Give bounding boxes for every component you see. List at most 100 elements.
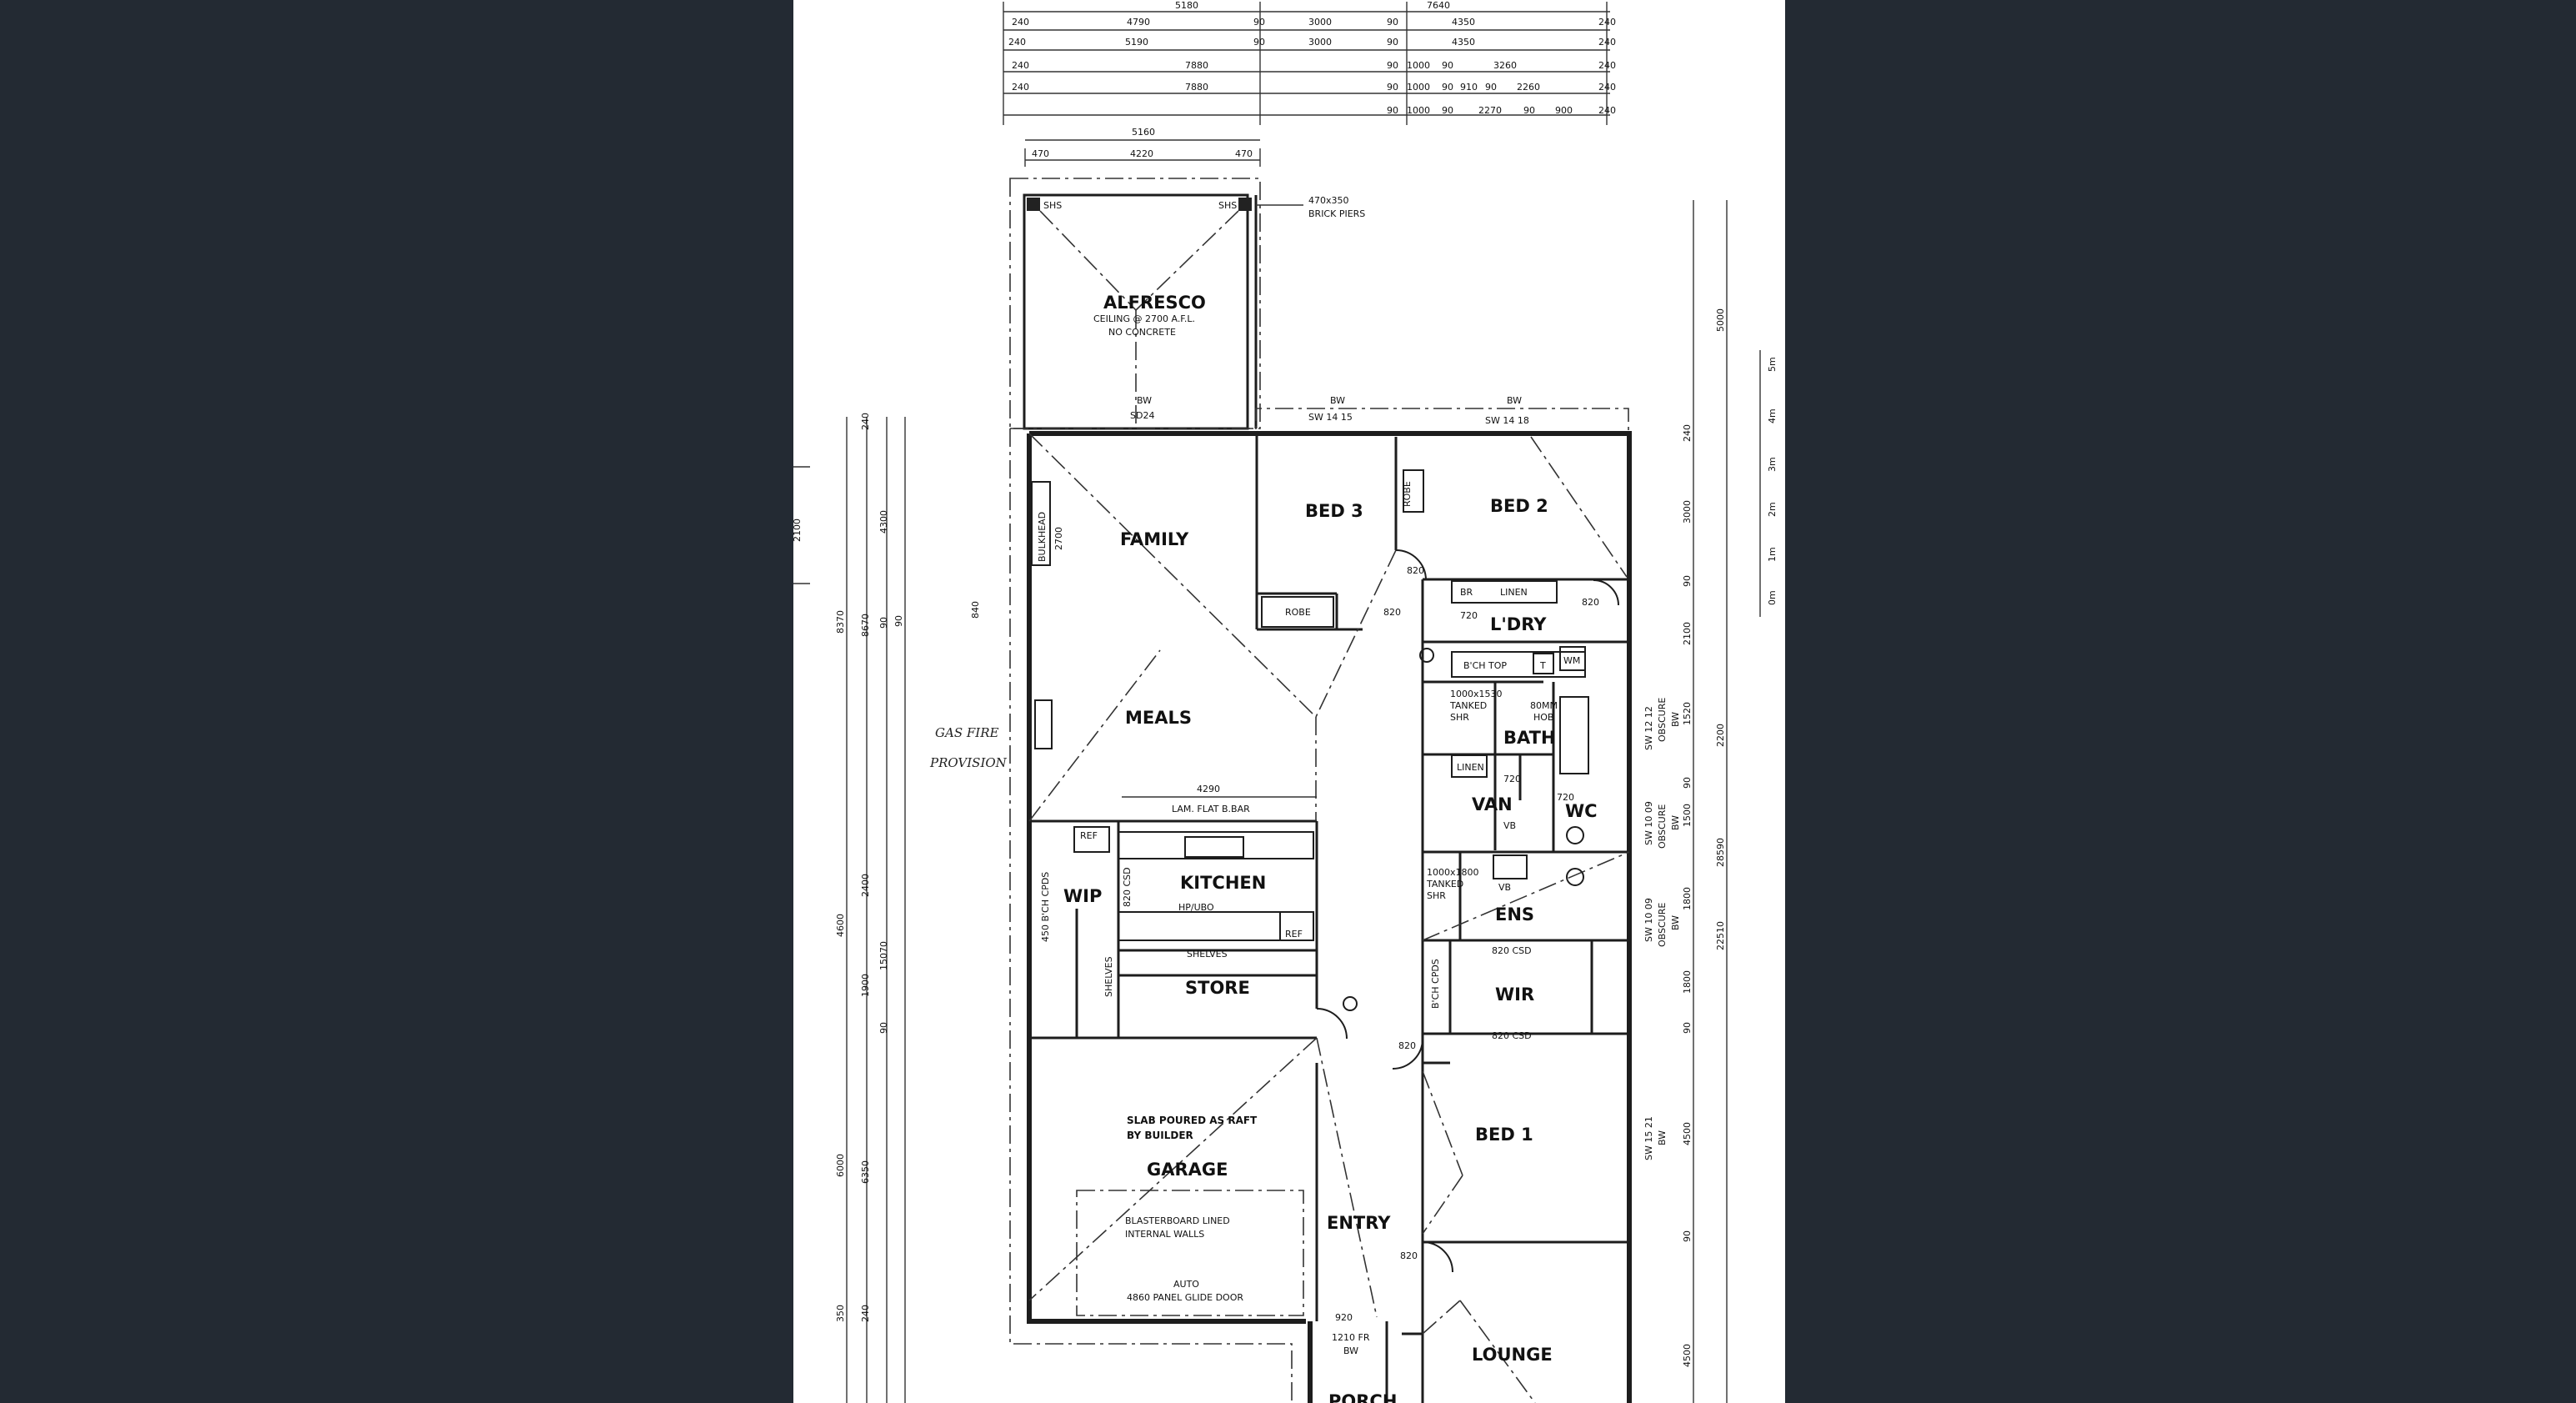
door-820-e: 820 — [1400, 1250, 1418, 1261]
tanked-shr-1c: SHR — [1450, 712, 1469, 723]
top-dim-4-6: 240 — [1598, 105, 1616, 116]
top-dimension-block: 5180 7640 — [1003, 0, 1610, 125]
brick-piers-label-1: 470x350 — [1308, 195, 1349, 206]
left-dim-1: 4300 — [878, 510, 889, 534]
room-kitchen: KITCHEN — [1180, 873, 1266, 893]
top-dim-3-5: 910 — [1460, 82, 1478, 93]
right-dim-9: 28590 — [1715, 838, 1726, 867]
room-alfresco: ALFRESCO — [1103, 293, 1206, 313]
top-dim-4-1: 1000 — [1407, 105, 1430, 116]
garage-note-4: INTERNAL WALLS — [1125, 1229, 1204, 1240]
door-920: 920 — [1335, 1312, 1353, 1323]
bar-label: LAM. FLAT B.BAR — [1172, 804, 1250, 814]
door-720-b: 720 — [1503, 774, 1521, 784]
right-dim-13: 90 — [1682, 1022, 1693, 1034]
left-dim-3: 8370 — [835, 610, 846, 634]
window-code-5: BW — [1670, 815, 1681, 830]
window-code-1: OBSCURE — [1657, 698, 1668, 742]
scale-mark-0m: 0m — [1767, 590, 1778, 605]
bw-bed2: BW — [1507, 395, 1522, 406]
window-code-9: SW 15 21 — [1643, 1116, 1654, 1160]
alfresco-area: SHS SHS 470x350 BRICK PIERS ALFRESCO CEI… — [1009, 178, 1365, 430]
room-ldry: L'DRY — [1490, 614, 1547, 634]
top-dim-3-1: 7880 — [1185, 82, 1208, 93]
fixtures: ROBE ROBE BR LINEN B'CH TOP T WM 1000x15… — [929, 395, 1599, 1356]
front-door-label: 1210 FR — [1332, 1332, 1370, 1343]
right-dim-8: 1500 — [1682, 804, 1693, 827]
right-dim-6: 2200 — [1715, 724, 1726, 747]
ref-label-1: REF — [1080, 830, 1098, 841]
room-family: FAMILY — [1120, 529, 1189, 549]
robe-bed2-label: ROBE — [1402, 481, 1413, 507]
bw-bed3: BW — [1330, 395, 1345, 406]
right-dim-7: 90 — [1682, 777, 1693, 789]
door-820-b: 820 — [1383, 607, 1401, 618]
top-dim-2-0: 240 — [1012, 60, 1029, 71]
dim-alfresco-c: 470 — [1235, 148, 1253, 159]
garage-note-6: 4860 PANEL GLIDE DOOR — [1127, 1292, 1243, 1303]
shs-right-label: SHS — [1218, 200, 1237, 211]
room-bed2: BED 2 — [1490, 496, 1548, 516]
window-code-2: BW — [1670, 712, 1681, 727]
scale-mark-5m: 5m — [1767, 357, 1778, 372]
window-code-3: SW 10 09 — [1643, 801, 1654, 845]
garage-note-5: AUTO — [1173, 1279, 1199, 1290]
alfresco-note-concrete: NO CONCRETE — [1108, 327, 1176, 338]
room-porch: PORCH — [1328, 1391, 1397, 1403]
door-swings — [1316, 549, 1619, 1273]
garage-notes: SLAB POURED AS RAFT BY BUILDER BLASTERBO… — [1076, 1115, 1304, 1316]
hp-ubo-label: HP/UBO — [1178, 902, 1214, 913]
right-dim-15: 90 — [1682, 1230, 1693, 1242]
right-dimension-labels: 5000240300090210015202200901500285901800… — [1682, 308, 1726, 1367]
room-van: VAN — [1472, 794, 1513, 814]
brick-piers-label-2: BRICK PIERS — [1308, 208, 1365, 219]
room-wc: WC — [1565, 801, 1598, 821]
top-dim-2-6: 240 — [1598, 60, 1616, 71]
right-dim-0: 5000 — [1715, 308, 1726, 332]
room-store: STORE — [1185, 978, 1250, 998]
top-dim-2-2: 90 — [1387, 60, 1398, 71]
top-dim-2-3: 1000 — [1407, 60, 1430, 71]
gas-fire-provision: PROVISION — [929, 755, 1008, 770]
bch-top-label: B'CH TOP — [1463, 660, 1507, 671]
csd-label-3: 820 CSD — [1122, 867, 1133, 907]
left-dim-10: 90 — [878, 1022, 889, 1034]
window-code-10: BW — [1657, 1130, 1668, 1145]
dim-top-total: 7640 — [1427, 0, 1450, 11]
window-code-0: SW 12 12 — [1643, 706, 1654, 750]
right-dimensions — [1693, 200, 1761, 1403]
left-dim-7: 2400 — [860, 874, 871, 897]
top-dim-4-5: 900 — [1555, 105, 1573, 116]
csd-label-1: 820 CSD — [1492, 945, 1532, 956]
wm-label: WM — [1563, 655, 1580, 666]
shelves-label-2: SHELVES — [1103, 956, 1114, 997]
bulkhead-label: BULKHEAD — [1037, 512, 1048, 562]
shelves-label-1: SHELVES — [1187, 949, 1228, 960]
ceiling-diagonals — [1028, 433, 1630, 1403]
tanked-shr-2c: SHR — [1427, 890, 1446, 901]
alfresco-note-ceiling: CEILING @ 2700 A.F.L. — [1093, 313, 1195, 324]
dim-alfresco-a: 470 — [1032, 148, 1049, 159]
top-dim-2-5: 3260 — [1493, 60, 1517, 71]
right-dim-14: 4500 — [1682, 1122, 1693, 1145]
dim-alfresco-total: 5160 — [1132, 127, 1155, 138]
window-code-8: BW — [1670, 915, 1681, 930]
right-dim-2: 3000 — [1682, 500, 1693, 524]
top-dim-3-2: 90 — [1387, 82, 1398, 93]
sd24-label: SD24 — [1130, 410, 1154, 421]
window-code-4: OBSCURE — [1657, 804, 1668, 849]
front-door-bw: BW — [1343, 1345, 1358, 1356]
top-dim-0-4: 90 — [1387, 17, 1398, 28]
top-dim-1-1: 5190 — [1125, 37, 1148, 48]
left-dim-12: 6350 — [860, 1160, 871, 1184]
top-dim-3-6: 90 — [1485, 82, 1497, 93]
door-820-d: 820 — [1398, 1040, 1416, 1051]
top-dim-3-4: 90 — [1442, 82, 1453, 93]
bar-length-label: 4290 — [1197, 784, 1220, 794]
room-garage: GARAGE — [1147, 1160, 1228, 1180]
window-bed3: SW 14 15 — [1308, 412, 1353, 423]
